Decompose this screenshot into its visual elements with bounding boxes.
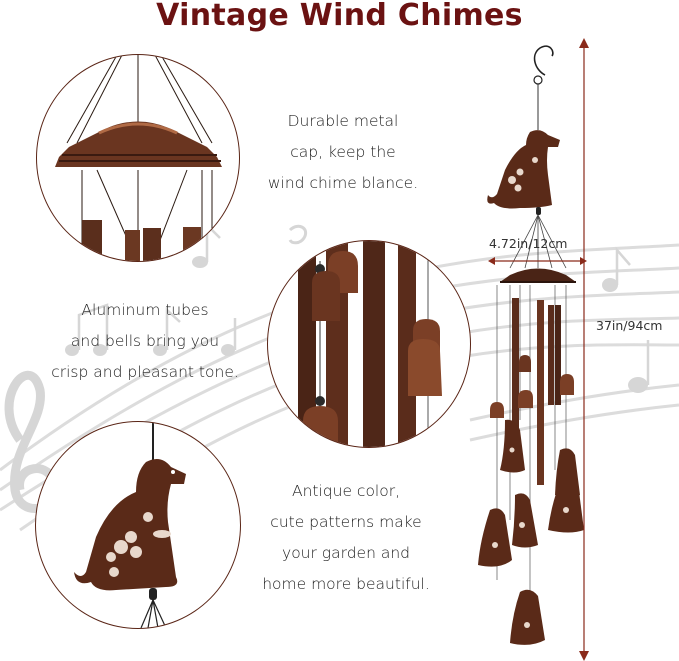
feature-color-text: Antique color, cute patterns make your g… xyxy=(248,476,444,600)
height-dimension-arrow xyxy=(579,38,589,661)
feature-cap-line-1: Durable metal xyxy=(287,112,399,130)
feature-tubes-text: Aluminum tubes and bells bring you crisp… xyxy=(40,295,250,388)
dog-pendant-closeup-image xyxy=(35,421,241,629)
feature-color-line-4: home more beautiful. xyxy=(262,575,430,593)
feature-color-line-1: Antique color, xyxy=(291,482,401,500)
wind-chime-full-product-image xyxy=(478,45,587,645)
feature-tubes-line-2: and bells bring you xyxy=(70,332,220,350)
feature-tubes-line-1: Aluminum tubes xyxy=(81,301,209,319)
feature-color-line-2: cute patterns make xyxy=(270,513,422,531)
width-dimension-label: 4.72in/12cm xyxy=(489,236,568,251)
height-dimension-label: 37in/94cm xyxy=(596,318,663,333)
feature-color-line-3: your garden and xyxy=(282,544,410,562)
feature-cap-line-3: wind chime blance. xyxy=(267,174,419,192)
page-title: Vintage Wind Chimes xyxy=(156,0,523,33)
feature-tubes-line-3: crisp and pleasant tone. xyxy=(51,363,239,381)
wind-chime-cap-illustration xyxy=(55,55,222,261)
cap-closeup-image xyxy=(36,54,240,262)
feature-cap-text: Durable metal cap, keep the wind chime b… xyxy=(248,106,438,199)
tubes-bells-closeup-image xyxy=(267,240,471,448)
tubes-and-bells-illustration xyxy=(298,241,442,447)
dog-pendant-illustration xyxy=(74,422,186,628)
feature-cap-line-2: cap, keep the xyxy=(290,143,396,161)
